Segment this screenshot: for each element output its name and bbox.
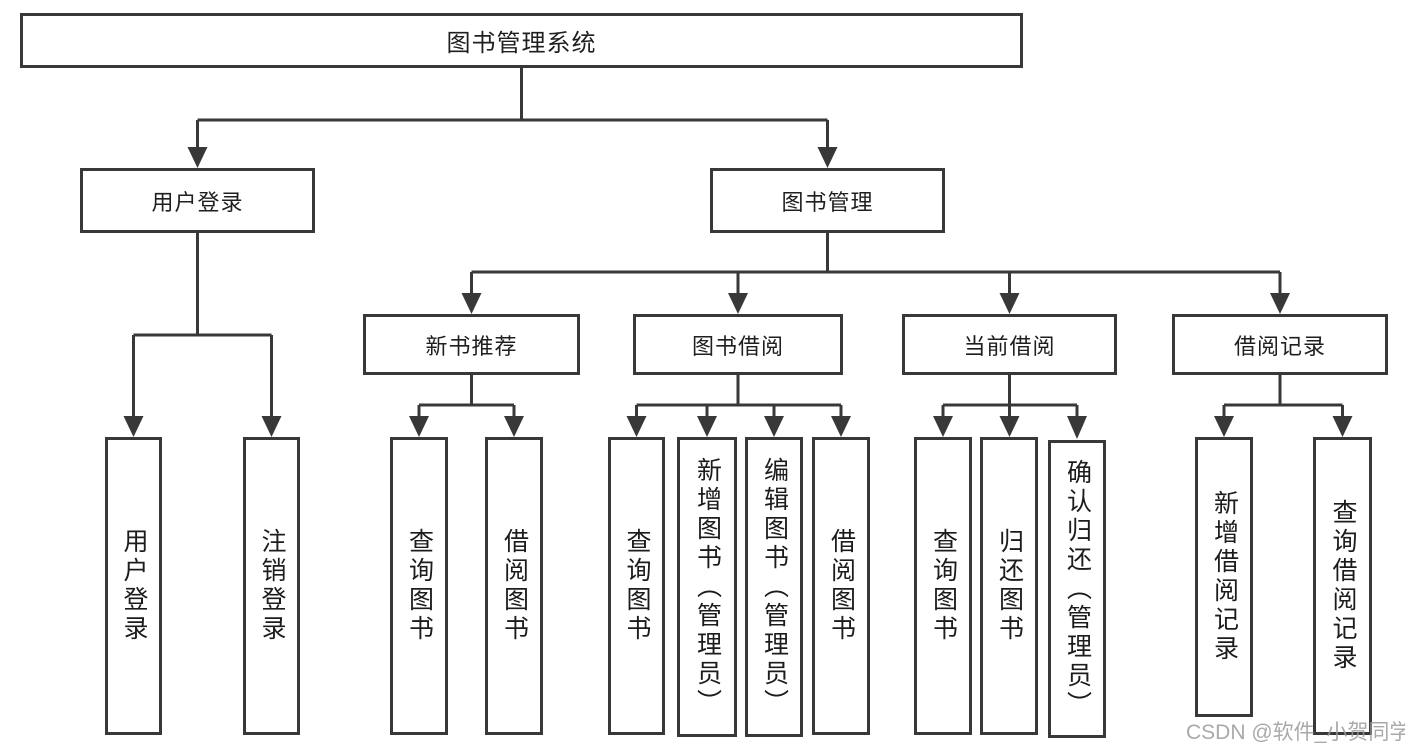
leaf-label: 新增借阅记录 <box>1210 490 1239 664</box>
leaf-label: 借阅图书 <box>500 528 529 644</box>
node-user-login: 用户登录 <box>80 168 315 233</box>
leaf-label: 查询图书 <box>929 528 958 644</box>
leaf-query-borrow-record: 查询借阅记录 <box>1313 437 1372 735</box>
leaf-add-books-admin: 新增图书（管理员） <box>677 437 737 737</box>
node-library-management-system: 图书管理系统 <box>20 13 1023 68</box>
node-new-book-recommendation: 新书推荐 <box>363 314 580 375</box>
node-current-borrowing: 当前借阅 <box>902 314 1117 375</box>
leaf-borrow-books: 借阅图书 <box>485 437 543 735</box>
leaf-label: 查询图书 <box>405 528 434 644</box>
csdn-watermark: CSDN @软件_小贺同学 <box>1186 721 1405 744</box>
leaf-add-borrow-record: 新增借阅记录 <box>1195 437 1253 717</box>
leaf-edit-books-admin: 编辑图书（管理员） <box>745 437 803 737</box>
node-book-borrowing: 图书借阅 <box>633 314 843 375</box>
leaf-label: 确认归还（管理员） <box>1063 458 1092 720</box>
leaf-label: 用户登录 <box>120 528 148 644</box>
arrowheads <box>123 147 1353 439</box>
node-book-management: 图书管理 <box>710 168 945 233</box>
leaf-label: 新增图书（管理员） <box>693 456 722 718</box>
leaf-return-books: 归还图书 <box>980 437 1038 735</box>
leaf-confirm-return-admin: 确认归还（管理员） <box>1048 440 1106 738</box>
leaf-label: 归还图书 <box>995 528 1024 644</box>
leaf-label: 查询借阅记录 <box>1329 499 1357 673</box>
leaf-query-books: 查询图书 <box>608 437 665 735</box>
leaf-label: 查询图书 <box>623 528 651 644</box>
leaf-label: 借阅图书 <box>827 528 856 644</box>
leaf-borrow-books: 借阅图书 <box>812 437 870 735</box>
leaf-logout: 注销登录 <box>243 437 300 735</box>
leaf-user-login: 用户登录 <box>105 437 162 735</box>
node-borrowing-records: 借阅记录 <box>1172 314 1388 375</box>
leaf-query-books: 查询图书 <box>390 437 448 735</box>
leaf-query-books: 查询图书 <box>914 437 972 735</box>
leaf-label: 编辑图书（管理员） <box>760 456 789 718</box>
leaf-label: 注销登录 <box>258 528 286 644</box>
